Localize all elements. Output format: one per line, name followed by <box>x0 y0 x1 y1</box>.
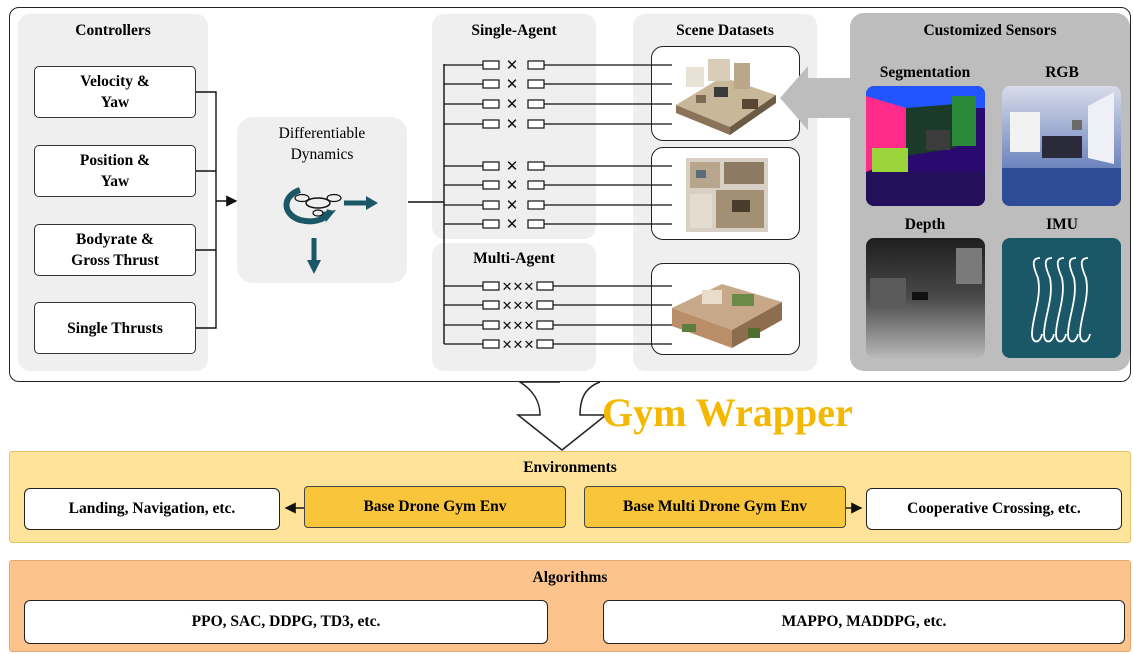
depth-image <box>866 238 985 358</box>
svg-text:✕✕✕: ✕✕✕ <box>502 279 535 294</box>
imu-signal-icon <box>1031 257 1091 343</box>
drone-row: ✕ <box>444 58 672 74</box>
drone-row: ✕ <box>444 77 672 93</box>
multi-drone-row: ✕✕✕ <box>444 298 672 313</box>
rgb-image <box>1002 86 1121 206</box>
segmentation-image <box>866 86 985 206</box>
svg-text:✕✕✕: ✕✕✕ <box>502 298 535 313</box>
multi-agent-title: Multi-Agent <box>473 250 555 267</box>
sensor-label-rgb: RGB <box>1045 64 1079 81</box>
dynamics-rotation-icon <box>283 187 378 274</box>
multi-drone-row: ✕✕✕ <box>444 279 672 294</box>
drone-row: ✕ <box>444 198 672 214</box>
customized-sensors-title: Customized Sensors <box>923 22 1057 39</box>
svg-text:✕: ✕ <box>506 178 519 194</box>
env-base-drone: Base Drone Gym Env <box>304 486 566 528</box>
controller-position-yaw: Position & Yaw <box>34 145 196 197</box>
sensor-label-segmentation: Segmentation <box>879 64 971 81</box>
environments-title: Environments <box>523 459 617 476</box>
svg-text:✕✕✕: ✕✕✕ <box>502 337 535 352</box>
multi-drone-row: ✕✕✕ <box>444 318 672 333</box>
svg-text:✕: ✕ <box>506 198 519 214</box>
algorithms-title: Algorithms <box>532 569 608 586</box>
drone-row: ✕ <box>444 159 672 175</box>
algorithms-single-agent: PPO, SAC, DDPG, TD3, etc. <box>24 600 548 644</box>
agent-connectors <box>408 64 445 344</box>
env-cooperative-crossing: Cooperative Crossing, etc. <box>866 488 1122 530</box>
scene-thumbnail-1 <box>651 46 800 141</box>
sensor-feed-arrow <box>780 66 862 130</box>
svg-text:✕✕✕: ✕✕✕ <box>502 318 535 333</box>
svg-text:✕: ✕ <box>506 159 519 175</box>
drone-row: ✕ <box>444 117 672 133</box>
svg-text:✕: ✕ <box>506 97 519 113</box>
svg-text:✕: ✕ <box>506 58 519 74</box>
controller-single-thrusts: Single Thrusts <box>34 302 196 354</box>
gym-wrapper-arrow <box>515 381 609 451</box>
drone-row: ✕ <box>444 217 672 233</box>
controller-bodyrate-thrust: Bodyrate & Gross Thrust <box>34 224 196 276</box>
single-agent-title: Single-Agent <box>471 22 557 39</box>
controllers-title: Controllers <box>75 22 151 39</box>
svg-text:✕: ✕ <box>506 117 519 133</box>
drone-row: ✕ <box>444 178 672 194</box>
multi-drone-row: ✕✕✕ <box>444 337 672 352</box>
gym-wrapper-title: Gym Wrapper <box>602 390 853 435</box>
algorithms-multi-agent: MAPPO, MADDPG, etc. <box>603 600 1125 644</box>
controller-connectors <box>196 91 238 329</box>
env-landing-navigation: Landing, Navigation, etc. <box>24 488 280 530</box>
single-agent-panel <box>432 14 596 239</box>
controller-velocity-yaw: Velocity & Yaw <box>34 66 196 118</box>
drone-row: ✕ <box>444 97 672 113</box>
svg-text:✕: ✕ <box>506 217 519 233</box>
env-base-multi-drone: Base Multi Drone Gym Env <box>584 486 846 528</box>
scene-thumbnail-2 <box>651 147 800 240</box>
drone-rows: ✕ ✕ ✕ ✕ ✕ ✕ ✕ <box>444 58 672 352</box>
scene-datasets-title: Scene Datasets <box>676 22 774 39</box>
sensor-label-depth: Depth <box>904 216 946 233</box>
svg-text:✕: ✕ <box>506 77 519 93</box>
dynamics-title: Differentiable Dynamics <box>278 125 366 163</box>
scene-thumbnail-3 <box>651 263 800 355</box>
sensor-label-imu: IMU <box>1046 216 1078 233</box>
dynamics-panel <box>237 117 407 283</box>
simulator-frame <box>9 7 1131 382</box>
imu-image <box>1002 238 1121 358</box>
multi-agent-panel <box>432 243 596 371</box>
